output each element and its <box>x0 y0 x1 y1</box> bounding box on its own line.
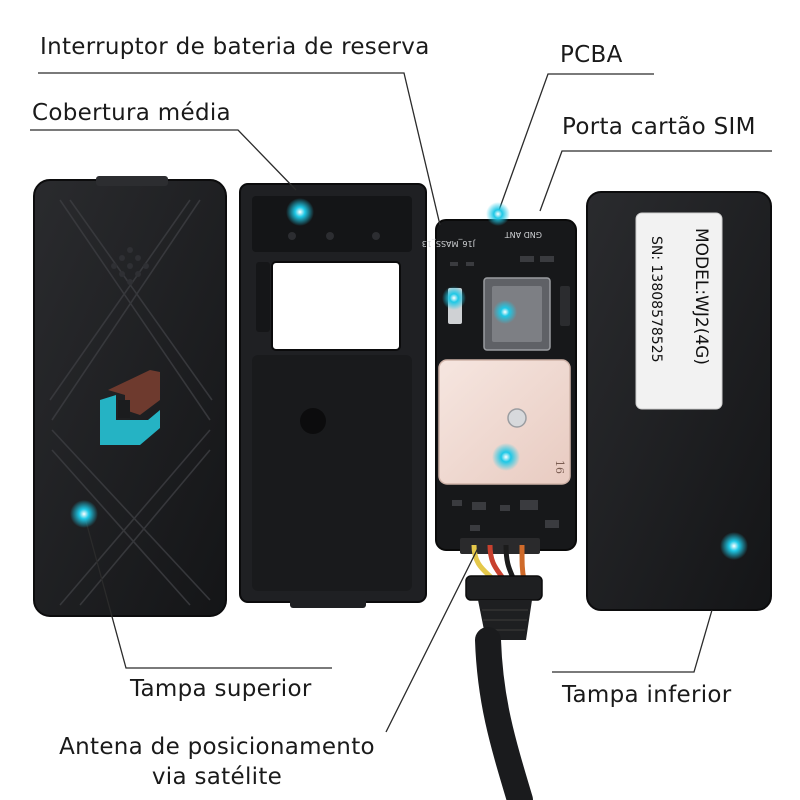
leader-sim-port <box>539 150 772 212</box>
patch-number: 16 <box>553 460 566 474</box>
label-pcba: PCBA <box>560 42 623 68</box>
marker-top-cover <box>70 500 98 528</box>
label-backup-switch: Interruptor de bateria de reserva <box>40 34 430 60</box>
marker-pcba <box>486 202 510 226</box>
top-cover <box>33 176 227 617</box>
marker-sim-port <box>493 300 517 324</box>
model-text: MODEL:WJ2(4G) <box>691 228 711 365</box>
marker-backup-switch <box>442 286 466 310</box>
bottom-cover: MODEL:WJ2(4G) SN: 13808578525 <box>586 191 772 611</box>
antenna-cable <box>465 544 543 800</box>
marker-middle-cover <box>286 198 314 226</box>
label-antenna: Antena de posicionamento via satélite <box>40 732 394 792</box>
label-antenna-line1: Antena de posicionamento <box>59 734 375 760</box>
leader-top-cover <box>83 513 332 669</box>
label-middle-cover: Cobertura média <box>32 100 231 126</box>
middle-cover <box>239 183 427 608</box>
marker-gps-antenna <box>492 443 520 471</box>
markers <box>70 198 748 560</box>
label-bottom-cover: Tampa inferior <box>562 682 732 708</box>
leader-bottom-cover <box>552 609 713 673</box>
leader-pcba <box>497 73 654 214</box>
leader-middle-cover <box>30 129 297 191</box>
label-sim-port: Porta cartão SIM <box>562 114 756 140</box>
brand-logo <box>100 370 160 445</box>
leader-backup-switch <box>38 72 441 226</box>
leader-lines <box>30 72 772 733</box>
pcb-silk-board-id: J16_MASS_13 <box>422 239 476 248</box>
device-label: MODEL:WJ2(4G) SN: 13808578525 <box>648 228 711 365</box>
serial-number: SN: 13808578525 <box>648 236 664 363</box>
label-top-cover: Tampa superior <box>130 676 312 702</box>
marker-bottom-cover <box>720 532 748 560</box>
pcba-board: GND ANT J16_MASS_13 16 <box>422 219 577 554</box>
label-antenna-line2: via satélite <box>151 764 283 790</box>
leader-antenna <box>385 547 479 733</box>
pcb-silk-gnd-ant: GND ANT <box>505 230 542 239</box>
